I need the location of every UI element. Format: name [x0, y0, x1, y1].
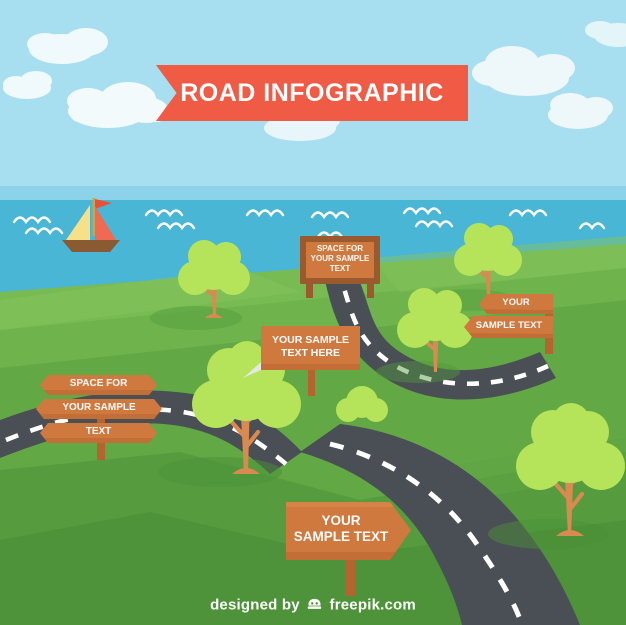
- tree-upper-left: [150, 240, 250, 330]
- sailboat: [62, 198, 120, 252]
- sign-bottom[interactable]: [286, 502, 411, 596]
- credit-suffix: freepik.com: [329, 597, 416, 614]
- tree-shadow: [150, 306, 242, 330]
- page-title: ROAD INFOGRAPHIC: [180, 78, 444, 107]
- tree-shadow: [488, 519, 608, 549]
- tree-canopy: [516, 403, 625, 490]
- sign-plank-1-shadow: [44, 390, 153, 395]
- sign-face: [261, 326, 360, 370]
- sign-plank-top-shadow: [483, 309, 553, 314]
- sign-top-center[interactable]: [300, 236, 380, 298]
- road-upper-dashes: [334, 267, 549, 386]
- cloud-group: [3, 21, 626, 141]
- sign-face: [286, 502, 411, 560]
- cloud-right-small: [548, 93, 613, 129]
- sign-face: [306, 242, 374, 278]
- sign-right[interactable]: [464, 294, 553, 354]
- cloud-top-left: [27, 28, 108, 64]
- tree-shadow: [376, 361, 460, 383]
- cloud-right-large: [472, 46, 575, 96]
- boat-hull: [62, 240, 120, 252]
- sky-horizon-band: [0, 186, 626, 200]
- boat-sail-front: [66, 205, 90, 240]
- sign-plank-bottom: [464, 316, 553, 338]
- boat-sail-back: [95, 206, 116, 240]
- cloud-left-small: [3, 71, 52, 99]
- wave-marks: [12, 207, 606, 240]
- credit-prefix: designed by: [210, 597, 300, 614]
- tree-canopy: [178, 240, 250, 295]
- boat-flag: [95, 199, 112, 209]
- road-left-dashes: [5, 406, 288, 466]
- sign-post: [345, 556, 355, 596]
- title-banner: ROAD INFOGRAPHIC: [156, 65, 468, 121]
- sign-plank-top: [479, 294, 553, 314]
- tree-bottom-right: [488, 403, 625, 549]
- sign-post-left: [306, 272, 313, 298]
- sign-post-right: [367, 272, 374, 298]
- freepik-mascot-icon: [307, 599, 322, 610]
- sign-left[interactable]: [36, 375, 162, 460]
- tree-shadow: [158, 457, 282, 487]
- sign-plank-2-shadow: [40, 414, 158, 419]
- sign-tail: [243, 362, 261, 378]
- sign-middle[interactable]: [243, 326, 360, 396]
- sign-face-shadow: [261, 364, 360, 370]
- road-bottom: [300, 424, 580, 625]
- tree-canopy: [454, 223, 522, 276]
- sign-post: [308, 366, 315, 396]
- road-upper: [322, 266, 556, 400]
- boat-mast: [92, 198, 96, 236]
- freepik-credit[interactable]: designed by freepik.com: [0, 596, 626, 614]
- sign-face-shadow: [286, 552, 398, 560]
- bush-center: [336, 386, 388, 422]
- banner-ribbon-shape: [156, 65, 468, 121]
- tree-middle: [376, 288, 473, 383]
- tree-canopy: [397, 288, 473, 348]
- sign-face-highlight: [286, 502, 394, 507]
- cloud-top-right-edge: [585, 21, 626, 47]
- cloud-center: [67, 82, 168, 128]
- sign-plank-bottom-shadow: [469, 333, 553, 338]
- sign-plank-3-shadow: [44, 438, 153, 443]
